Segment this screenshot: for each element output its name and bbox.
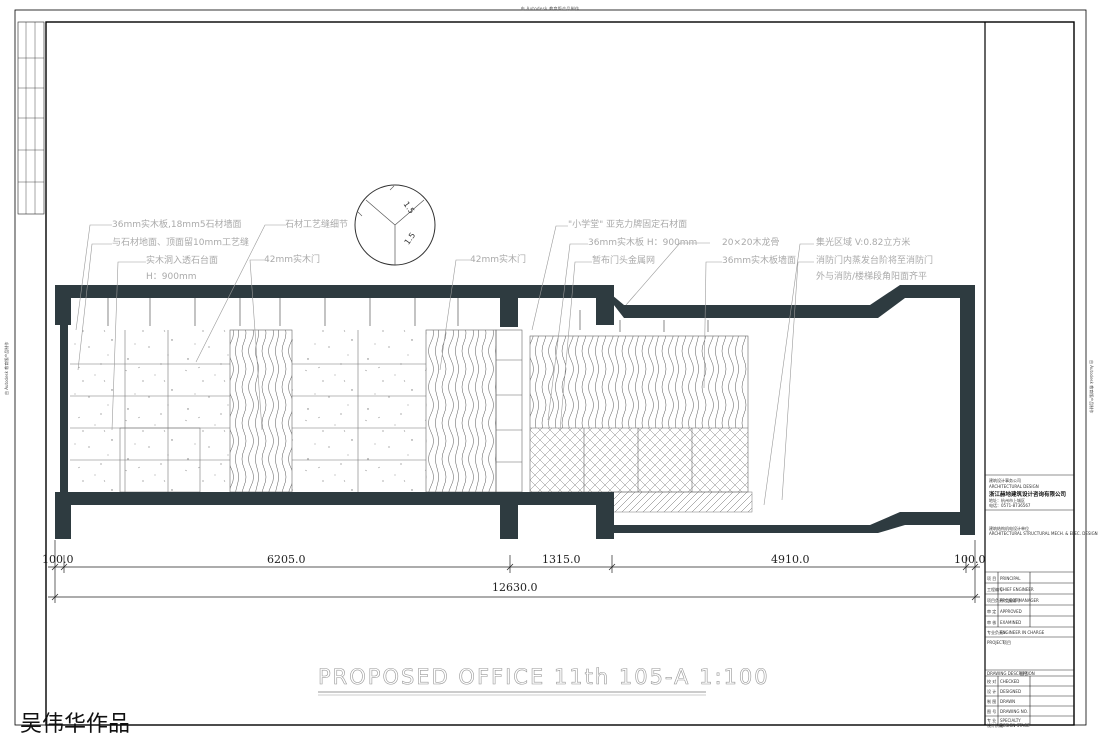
tb-org-small: 建筑设计事务公司 bbox=[989, 478, 1021, 483]
tb-row1-2: 项目负责/工程编号 bbox=[987, 598, 1021, 603]
tb-phone: 电话：0571-8736567 bbox=[989, 503, 1031, 508]
tb-row2-4-en: SPECIALTY bbox=[1000, 718, 1021, 723]
dim-100-left: 100.0 bbox=[42, 553, 74, 566]
note-9: 36mm实木板 H：900mm bbox=[588, 238, 698, 248]
revision-strip bbox=[17, 21, 45, 215]
drawing-title: PROPOSED OFFICE 11th 105-A 1:100 bbox=[318, 665, 770, 690]
dim-100-right: 100.0 bbox=[954, 553, 986, 566]
dim-1315: 1315.0 bbox=[542, 553, 581, 566]
tb-row1-4-en: EXAMINED bbox=[1000, 620, 1022, 625]
tb-design-unit: 建筑结构机电设计单位 bbox=[989, 526, 1029, 531]
tb-row2-1: 设 计 bbox=[987, 689, 997, 694]
note-13: 集光区域 V:0.82立方米 bbox=[816, 238, 911, 248]
edu-stamp-left: 由 Autodesk 教育版产品制作 bbox=[4, 341, 9, 395]
tb-row1-3-en: APPROVED bbox=[1000, 609, 1022, 614]
note-11: 20×20木龙骨 bbox=[722, 238, 780, 248]
note-8: "小学堂" 亚克力牌固定石材面 bbox=[568, 220, 688, 230]
tb-row2-5: 设计阶段 bbox=[987, 723, 1003, 728]
note-6: 42mm实木门 bbox=[264, 255, 320, 265]
drawing-frame bbox=[45, 21, 1075, 726]
stone-panel-mid bbox=[292, 330, 426, 492]
dim-6205: 6205.0 bbox=[267, 553, 306, 566]
tb-row2-5-en: DESIGN STAGE bbox=[1000, 723, 1030, 728]
stone-panel-left bbox=[70, 330, 230, 492]
tb-row1-1: 工程编号 bbox=[987, 587, 1003, 592]
tb-row1-2-en: PROJECT MANAGER bbox=[1000, 598, 1039, 603]
tb-row1-3: 审 定 bbox=[987, 609, 997, 614]
note-4: H：900mm bbox=[146, 272, 197, 282]
dim-4910: 4910.0 bbox=[771, 553, 810, 566]
note-1: 36mm实木板,18mm5石材墙面 bbox=[112, 220, 242, 230]
tb-row2-4: 专 业 bbox=[987, 718, 997, 723]
note-12: 36mm实木板墙面 bbox=[722, 256, 796, 266]
tb-row1-1-en: CHIEF ENGINEER bbox=[1000, 587, 1034, 592]
tb-drawing-desc-value: 图名 bbox=[1020, 671, 1028, 676]
dim-total: 12630.0 bbox=[492, 581, 538, 594]
tb-row2-0: 校 对 bbox=[987, 679, 997, 684]
floor-hatch bbox=[611, 491, 753, 513]
note-2: 与石材地面、顶面留10mm工艺缝 bbox=[112, 238, 249, 248]
note-3: 实木洞入透石台面 bbox=[146, 256, 219, 266]
tb-org-small-en: ARCHITECTURAL DESIGN bbox=[989, 484, 1039, 489]
note-14: 消防门内蒸发台阶将至消防门 bbox=[816, 256, 934, 266]
tb-row1-5: 专业负责人 bbox=[987, 630, 1007, 635]
edu-stamp-top: 由 Autodesk 教育版产品制作 bbox=[520, 6, 580, 11]
note-15: 外与消防/楼梯段角阳面齐平 bbox=[816, 272, 928, 282]
wood-door-2 bbox=[426, 330, 496, 492]
section-walls bbox=[55, 285, 975, 539]
tb-company: 浙江赫地建筑设计咨询有限公司 bbox=[989, 492, 1067, 498]
tb-row1-0-en: PRINCIPAL bbox=[1000, 576, 1021, 581]
tb-project-value: 项目 bbox=[1003, 640, 1011, 645]
tb-row2-2: 制 图 bbox=[987, 699, 997, 704]
tb-drawing-desc-label: DRAWING DESCRIPTION bbox=[987, 671, 1035, 676]
wood-wall-right bbox=[530, 336, 748, 428]
tb-row1-0: 项 目 bbox=[987, 576, 997, 581]
tb-row1-5-en: ENGINEER IN CHARGE bbox=[1000, 630, 1045, 635]
title-block bbox=[985, 474, 1074, 725]
tb-row2-3-en: DRAWING NO. bbox=[1000, 709, 1028, 714]
metal-mesh bbox=[530, 428, 748, 492]
note-7: 42mm实木门 bbox=[470, 255, 526, 265]
tb-address: 地址：杭州市上城区 bbox=[989, 498, 1025, 503]
detail-bubble bbox=[354, 184, 436, 266]
author-credit: 吴伟华作品 bbox=[20, 712, 131, 737]
dimension-lines bbox=[48, 540, 980, 603]
tb-row2-2-en: DRAWN bbox=[1000, 699, 1016, 704]
tb-row2-0-en: CHECKED bbox=[1000, 679, 1020, 684]
tb-design-unit-en: ARCHITECTURAL STRUCTURAL MECH. & ELEC. D… bbox=[989, 531, 1098, 536]
note-10: 暂布门头金属网 bbox=[592, 256, 656, 266]
tb-row2-1-en: DESIGNED bbox=[1000, 689, 1022, 694]
tb-row2-3: 图 号 bbox=[987, 709, 997, 714]
wood-door-1 bbox=[230, 330, 292, 492]
edu-stamp-right: 由 Autodesk 教育版产品制作 bbox=[1089, 360, 1094, 414]
note-5: 石材工艺缝细节 bbox=[285, 220, 349, 230]
tb-project-label: PROJECT bbox=[987, 640, 1005, 645]
tb-row1-4: 审 核 bbox=[987, 620, 997, 625]
leader-lines bbox=[75, 224, 814, 506]
